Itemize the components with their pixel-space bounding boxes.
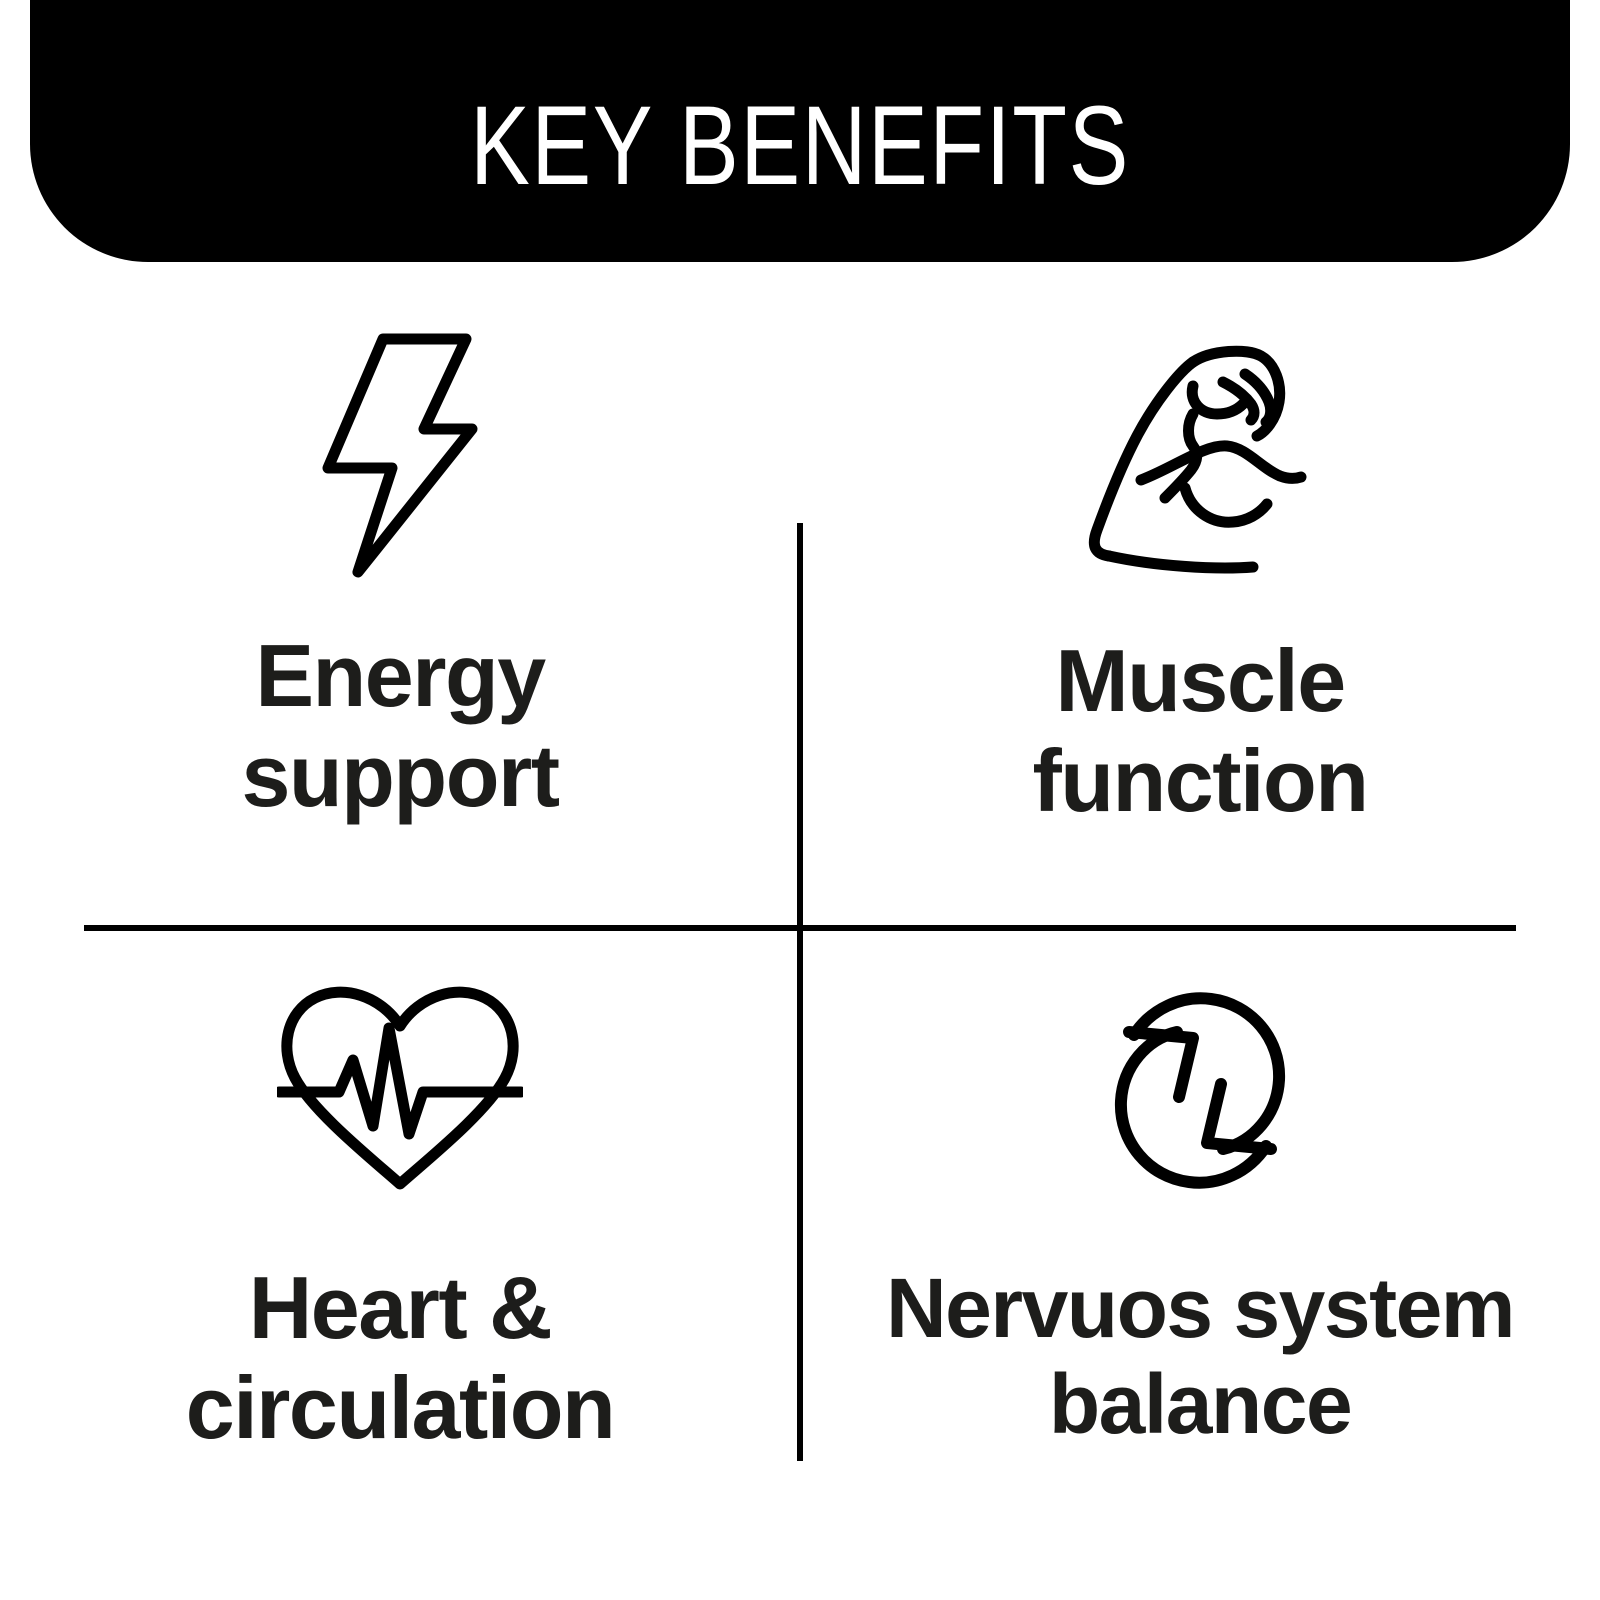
benefit-label-heart-circulation: Heart & circulation xyxy=(185,1258,616,1458)
benefit-cell-energy-support: Energy support xyxy=(0,300,800,920)
benefit-cell-heart-circulation: Heart & circulation xyxy=(0,920,800,1540)
benefit-label-nervous-system-balance: Nervuos system balance xyxy=(886,1261,1516,1451)
refresh-cycle-icon xyxy=(1105,965,1295,1215)
page-title: KEY BENEFITS xyxy=(470,83,1130,208)
benefit-label-muscle-function: Muscle function xyxy=(1032,631,1369,831)
header-banner: KEY BENEFITS xyxy=(30,0,1570,262)
benefit-cell-nervous-system-balance: Nervuos system balance xyxy=(800,920,1600,1540)
benefits-grid: Energy support xyxy=(0,300,1600,1580)
heart-pulse-icon xyxy=(277,962,523,1212)
divider-vertical xyxy=(797,523,803,1461)
benefit-label-energy-support: Energy support xyxy=(241,626,560,826)
lightning-bolt-icon xyxy=(320,330,480,580)
flexed-bicep-icon xyxy=(1075,335,1325,585)
benefit-cell-muscle-function: Muscle function xyxy=(800,300,1600,920)
